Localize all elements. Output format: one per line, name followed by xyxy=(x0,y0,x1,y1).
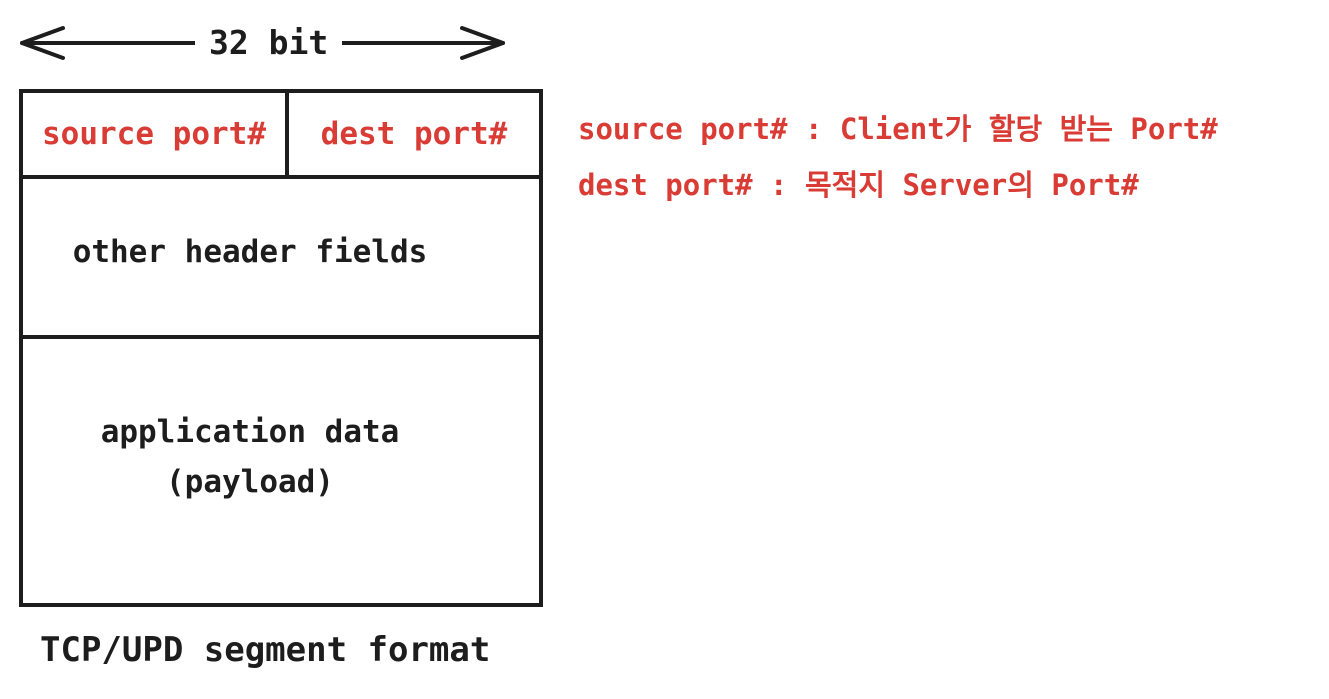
application-data-line2: (payload) xyxy=(166,464,334,500)
arrow-right-icon xyxy=(342,26,506,60)
width-indicator: 32 bit xyxy=(15,25,512,61)
ports-row: source port# dest port# xyxy=(23,93,539,179)
application-data-line1: application data xyxy=(100,414,400,450)
width-label: 32 bit xyxy=(209,23,329,62)
other-header-fields-label: other header fields xyxy=(72,234,428,270)
diagram-caption: TCP/UPD segment format xyxy=(40,630,491,670)
source-port-label: source port# xyxy=(42,116,266,152)
dest-port-note: dest port# : 목적지 Server의 Port# xyxy=(578,168,1139,202)
segment-format-box: source port# dest port# other header fie… xyxy=(19,89,543,607)
dest-port-field: dest port# xyxy=(289,93,539,175)
other-header-fields-row: other header fields xyxy=(23,179,539,339)
dest-port-label: dest port# xyxy=(320,116,508,152)
arrow-left-icon xyxy=(20,26,195,60)
annotation-notes: source port# : Client가 할당 받는 Port# dest … xyxy=(578,108,1218,206)
application-data-row: application data (payload) xyxy=(23,339,539,603)
application-data-label: application data (payload) xyxy=(101,407,400,507)
source-port-note: source port# : Client가 할당 받는 Port# xyxy=(578,112,1218,146)
source-port-field: source port# xyxy=(23,93,289,175)
